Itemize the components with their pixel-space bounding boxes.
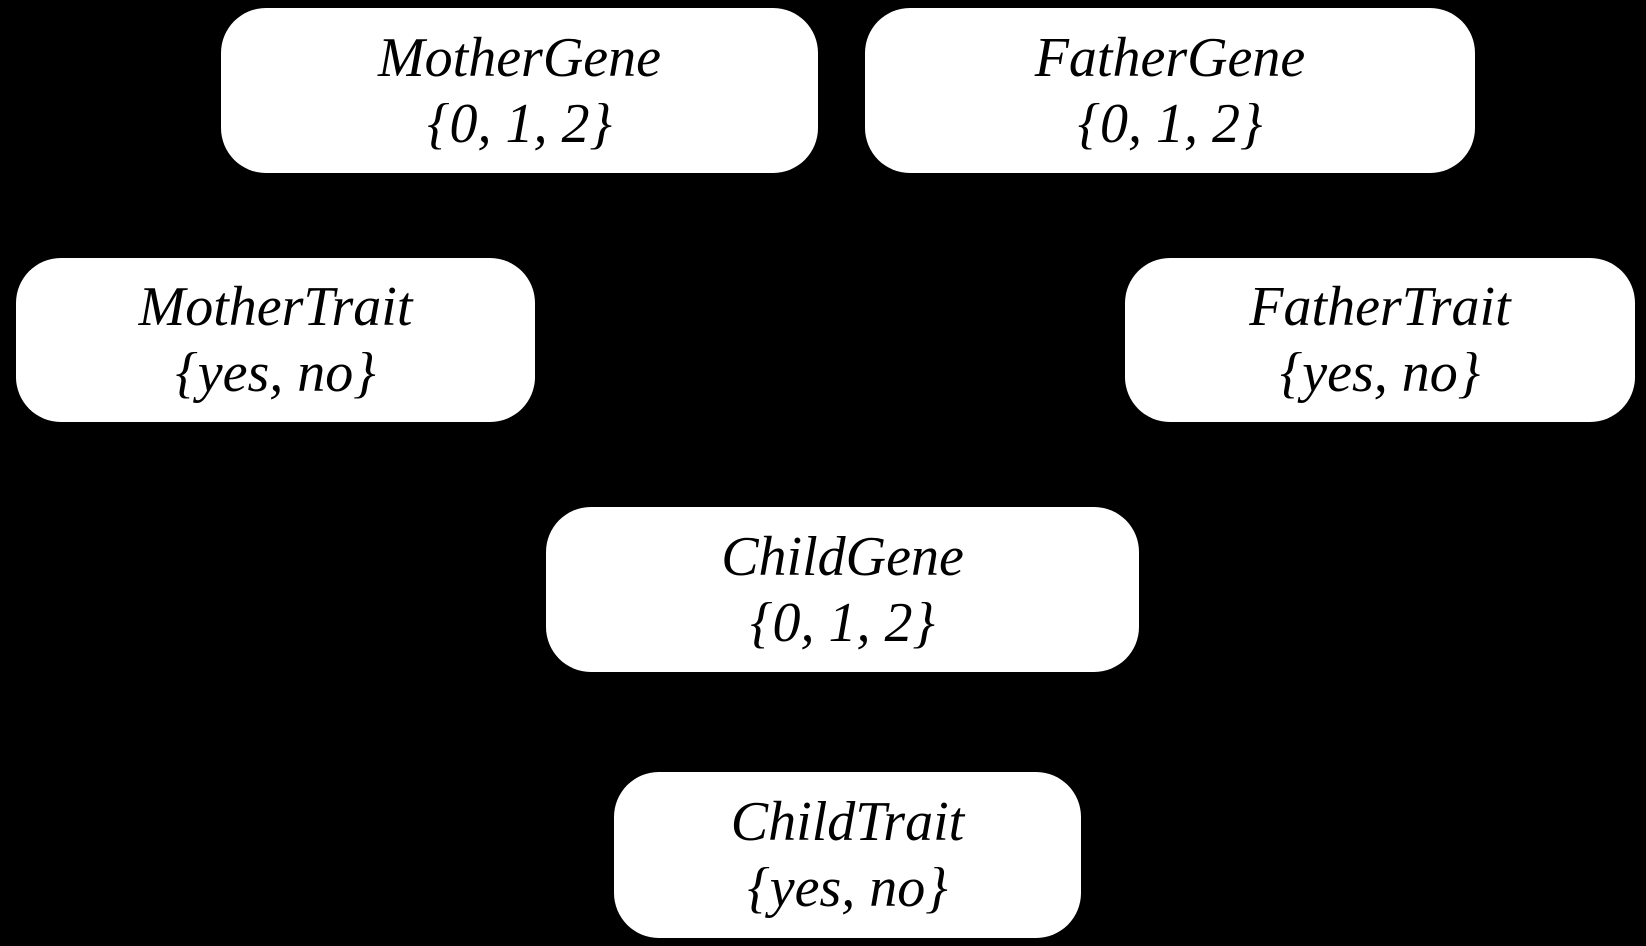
- node-child-gene-domain: {0, 1, 2}: [750, 591, 935, 654]
- node-mother-gene: MotherGene {0, 1, 2}: [221, 8, 818, 173]
- node-father-trait-label: FatherTrait: [1249, 276, 1511, 338]
- node-father-gene-label: FatherGene: [1034, 26, 1306, 89]
- node-father-gene-domain: {0, 1, 2}: [1077, 92, 1263, 155]
- node-father-gene: FatherGene {0, 1, 2}: [865, 8, 1475, 173]
- node-father-trait: FatherTrait {yes, no}: [1125, 258, 1635, 422]
- node-mother-gene-label: MotherGene: [377, 26, 661, 89]
- node-mother-trait-domain: {yes, no}: [175, 342, 376, 404]
- node-child-gene-label: ChildGene: [721, 525, 964, 588]
- node-child-trait-label: ChildTrait: [730, 791, 965, 853]
- node-mother-trait-label: MotherTrait: [138, 276, 413, 338]
- node-child-trait: ChildTrait {yes, no}: [614, 772, 1081, 938]
- node-mother-gene-domain: {0, 1, 2}: [427, 92, 612, 155]
- node-mother-trait: MotherTrait {yes, no}: [16, 258, 535, 422]
- node-child-trait-domain: {yes, no}: [747, 857, 948, 919]
- node-child-gene: ChildGene {0, 1, 2}: [546, 507, 1139, 672]
- node-father-trait-domain: {yes, no}: [1279, 342, 1481, 404]
